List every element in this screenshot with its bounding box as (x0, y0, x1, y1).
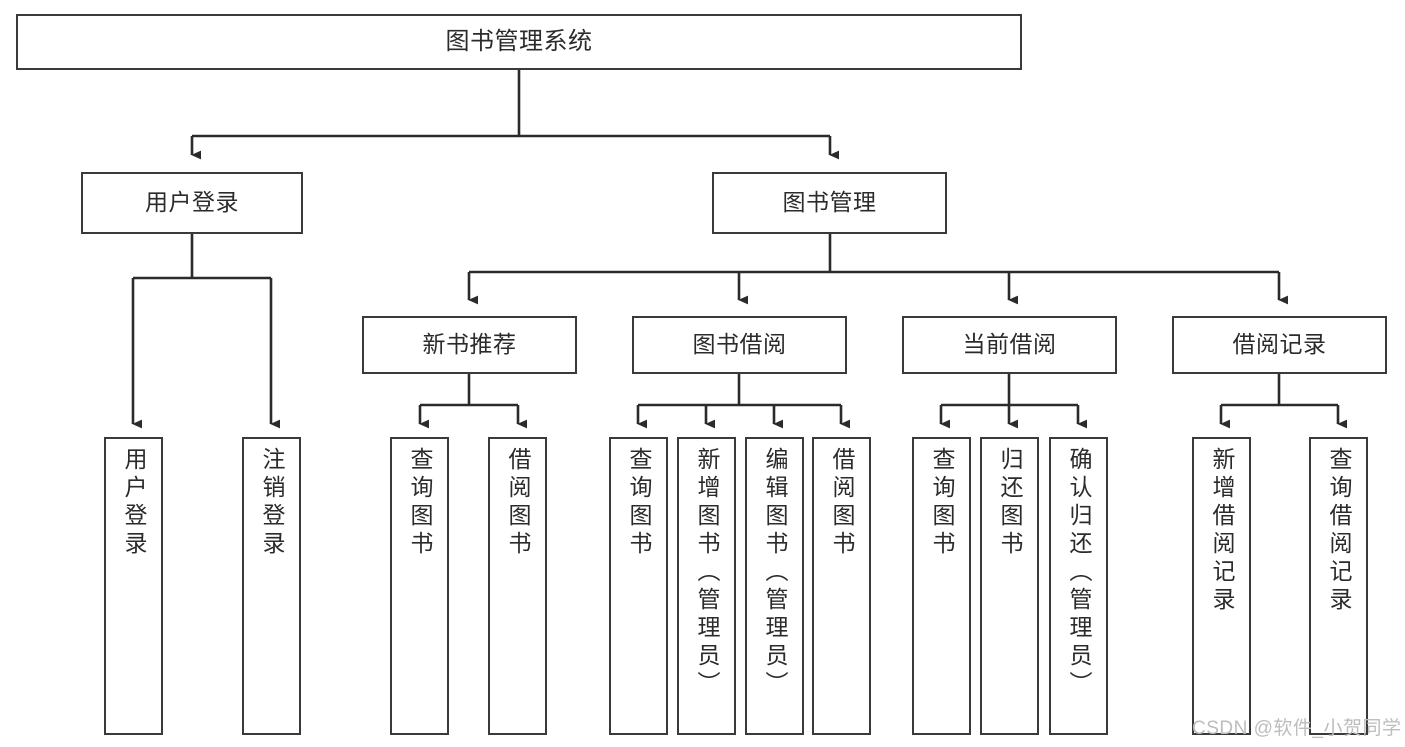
node-leaf-user-login[interactable]: 用户登录 (104, 437, 163, 735)
node-leaf-query-book-2-label: 查询图书 (626, 447, 652, 559)
node-current-borrow[interactable]: 当前借阅 (902, 316, 1117, 374)
node-new-book-recommend[interactable]: 新书推荐 (362, 316, 577, 374)
node-book-manage-label: 图书管理 (782, 189, 877, 216)
node-root-system-label: 图书管理系统 (445, 27, 593, 55)
node-leaf-borrow-book-1-label: 借阅图书 (505, 447, 531, 559)
node-leaf-return-book[interactable]: 归还图书 (980, 437, 1039, 735)
node-user-login[interactable]: 用户登录 (81, 172, 303, 234)
node-book-borrow[interactable]: 图书借阅 (632, 316, 847, 374)
node-leaf-confirm-return[interactable]: 确认归还（管理员） (1049, 437, 1108, 735)
node-leaf-edit-book-label: 编辑图书（管理员） (762, 447, 788, 699)
node-leaf-borrow-book-1[interactable]: 借阅图书 (488, 437, 547, 735)
node-leaf-query-book-1-label: 查询图书 (407, 447, 433, 559)
node-leaf-query-book-1[interactable]: 查询图书 (390, 437, 449, 735)
node-leaf-query-book-3[interactable]: 查询图书 (912, 437, 971, 735)
node-leaf-edit-book[interactable]: 编辑图书（管理员） (745, 437, 804, 735)
node-book-borrow-label: 图书借阅 (692, 331, 787, 358)
node-borrow-record[interactable]: 借阅记录 (1172, 316, 1387, 374)
node-leaf-return-book-label: 归还图书 (997, 447, 1023, 559)
node-user-login-label: 用户登录 (145, 189, 239, 216)
node-leaf-query-book-3-label: 查询图书 (929, 447, 955, 559)
node-leaf-query-record-label: 查询借阅记录 (1326, 447, 1352, 615)
node-leaf-query-book-2[interactable]: 查询图书 (609, 437, 668, 735)
node-borrow-record-label: 借阅记录 (1232, 331, 1327, 358)
node-leaf-query-record[interactable]: 查询借阅记录 (1309, 437, 1368, 735)
node-root-system[interactable]: 图书管理系统 (16, 14, 1022, 70)
node-current-borrow-label: 当前借阅 (962, 331, 1057, 358)
node-book-manage[interactable]: 图书管理 (712, 172, 947, 234)
node-leaf-add-book[interactable]: 新增图书（管理员） (677, 437, 736, 735)
node-leaf-add-record-label: 新增借阅记录 (1209, 447, 1235, 615)
node-leaf-logout-login-label: 注销登录 (259, 447, 285, 559)
csdn-watermark: CSDN @软件_小贺同学 (1192, 718, 1402, 739)
node-leaf-confirm-return-label: 确认归还（管理员） (1066, 447, 1092, 699)
node-leaf-add-record[interactable]: 新增借阅记录 (1192, 437, 1251, 735)
node-leaf-user-login-label: 用户登录 (121, 447, 147, 559)
node-leaf-add-book-label: 新增图书（管理员） (694, 447, 720, 699)
node-new-book-recommend-label: 新书推荐 (422, 331, 517, 358)
node-leaf-logout-login[interactable]: 注销登录 (242, 437, 301, 735)
node-leaf-borrow-book-2[interactable]: 借阅图书 (812, 437, 871, 735)
node-leaf-borrow-book-2-label: 借阅图书 (829, 447, 855, 559)
